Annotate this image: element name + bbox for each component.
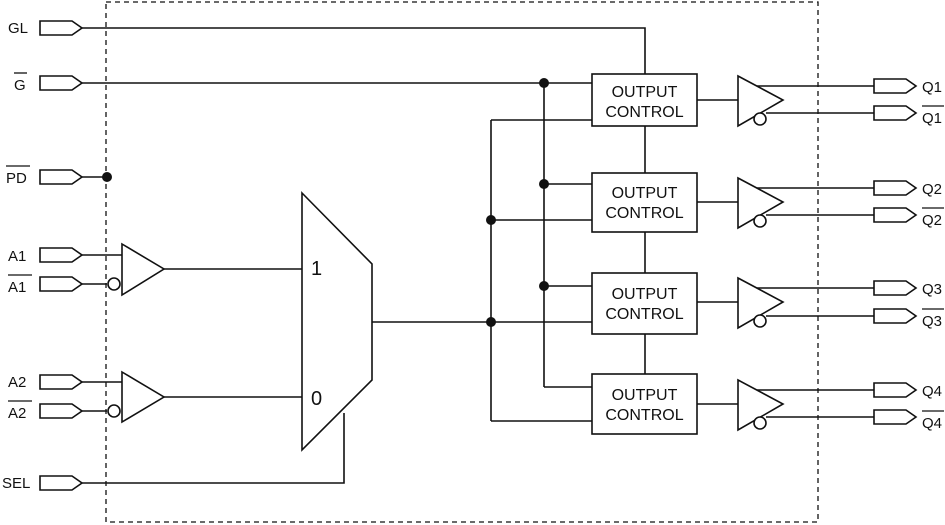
- input-a2-bar-label: A2: [8, 405, 26, 422]
- junction-clock-2: [486, 215, 496, 225]
- input-a1: A1: [8, 247, 84, 265]
- wire-gl: [82, 27, 646, 74]
- input-pd-bar-label: PD: [6, 170, 27, 187]
- output-control-line1: OUTPUT: [612, 286, 678, 303]
- mux-input-0-label: 0: [311, 388, 322, 410]
- junction-g-bar-2: [539, 179, 549, 189]
- receiver-a2-triangle: [121, 370, 166, 424]
- output-control-line2: CONTROL: [605, 407, 683, 424]
- input-gl: GL: [8, 20, 84, 37]
- junction-g-bar-1: [539, 78, 549, 88]
- output-q3: Q3: [873, 280, 942, 298]
- output-q3-bar-label: Q3: [922, 313, 942, 330]
- output-buffer-1: [737, 74, 785, 128]
- output-control-box: [591, 172, 698, 233]
- output-buffer-2: [737, 176, 785, 230]
- input-a1-bar-arrow: [39, 276, 84, 292]
- output-buffer-invert-bubble: [753, 416, 767, 430]
- output-q1-bar: Q1: [873, 105, 944, 127]
- output-q1-arrow: [873, 78, 918, 94]
- multiplexer: 1 0: [301, 191, 373, 452]
- output-q4-bar: Q4: [873, 409, 944, 432]
- input-gl-label: GL: [8, 20, 28, 37]
- output-q2-bar-label: Q2: [922, 212, 942, 229]
- input-a2-bar-arrow: [39, 403, 84, 419]
- output-q2: Q2: [873, 180, 942, 198]
- junctions: [102, 78, 549, 327]
- input-sel-label: SEL: [2, 475, 30, 492]
- output-control-box: [591, 373, 698, 435]
- output-q1-bar-label: Q1: [922, 110, 942, 127]
- input-a2-bar: A2: [8, 400, 84, 422]
- input-a2-arrow: [39, 374, 84, 390]
- input-a1-arrow: [39, 247, 84, 263]
- receiver-a1: [107, 242, 166, 297]
- input-pd-bar-arrow: [39, 169, 84, 185]
- output-q2-bar: Q2: [873, 207, 944, 229]
- input-g-bar: G: [14, 72, 84, 94]
- output-buffer-invert-bubble: [753, 314, 767, 328]
- output-q4-arrow: [873, 382, 918, 398]
- output-control-line1: OUTPUT: [612, 84, 678, 101]
- output-buffer-3: [737, 276, 785, 330]
- junction-g-bar-3: [539, 281, 549, 291]
- input-pd-bar: PD: [6, 165, 84, 187]
- output-control-block-2: OUTPUT CONTROL: [591, 172, 698, 233]
- input-sel: SEL: [2, 475, 84, 492]
- wires: [82, 27, 874, 484]
- input-a2-label: A2: [8, 374, 26, 391]
- output-control-line2: CONTROL: [605, 205, 683, 222]
- output-control-box: [591, 272, 698, 335]
- input-a2: A2: [8, 374, 84, 391]
- junction-clock-3: [486, 317, 496, 327]
- output-control-line2: CONTROL: [605, 104, 683, 121]
- output-q4: Q4: [873, 382, 942, 400]
- mux-body: [301, 191, 373, 452]
- output-q1: Q1: [873, 78, 942, 96]
- output-control-line1: OUTPUT: [612, 185, 678, 202]
- output-q2-bar-arrow: [873, 207, 918, 223]
- output-buffer-invert-bubble: [753, 112, 767, 126]
- input-g-bar-label: G: [14, 77, 26, 94]
- input-a1-bar: A1: [8, 274, 84, 296]
- output-control-box: [591, 73, 698, 127]
- input-gl-arrow: [39, 20, 84, 36]
- input-sel-arrow: [39, 475, 84, 491]
- receiver-a1-invert-bubble: [107, 277, 121, 291]
- input-a1-label: A1: [8, 248, 26, 265]
- output-q4-bar-arrow: [873, 409, 918, 425]
- output-q4-bar-label: Q4: [922, 415, 942, 432]
- mux-input-1-label: 1: [311, 258, 322, 280]
- output-q3-label: Q3: [922, 281, 942, 298]
- receiver-a2-invert-bubble: [107, 404, 121, 418]
- output-q4-label: Q4: [922, 383, 942, 400]
- wire-sel: [82, 413, 345, 484]
- input-g-bar-arrow: [39, 75, 84, 91]
- output-control-line1: OUTPUT: [612, 387, 678, 404]
- output-buffer-invert-bubble: [753, 214, 767, 228]
- output-q2-label: Q2: [922, 181, 942, 198]
- output-q1-bar-arrow: [873, 105, 918, 121]
- input-a1-bar-label: A1: [8, 279, 26, 296]
- output-q2-arrow: [873, 180, 918, 196]
- output-q3-bar-arrow: [873, 308, 918, 324]
- output-q1-label: Q1: [922, 79, 942, 96]
- receiver-a1-triangle: [121, 242, 166, 297]
- receiver-a2: [107, 370, 166, 424]
- output-q3-bar: Q3: [873, 308, 944, 330]
- output-control-block-4: OUTPUT CONTROL: [591, 373, 698, 435]
- output-control-line2: CONTROL: [605, 306, 683, 323]
- output-control-block-1: OUTPUT CONTROL: [591, 73, 698, 127]
- output-buffer-4: [737, 378, 785, 432]
- output-q3-arrow: [873, 280, 918, 296]
- output-control-block-3: OUTPUT CONTROL: [591, 272, 698, 335]
- device-boundary: [105, 1, 819, 523]
- junction-pd: [102, 172, 112, 182]
